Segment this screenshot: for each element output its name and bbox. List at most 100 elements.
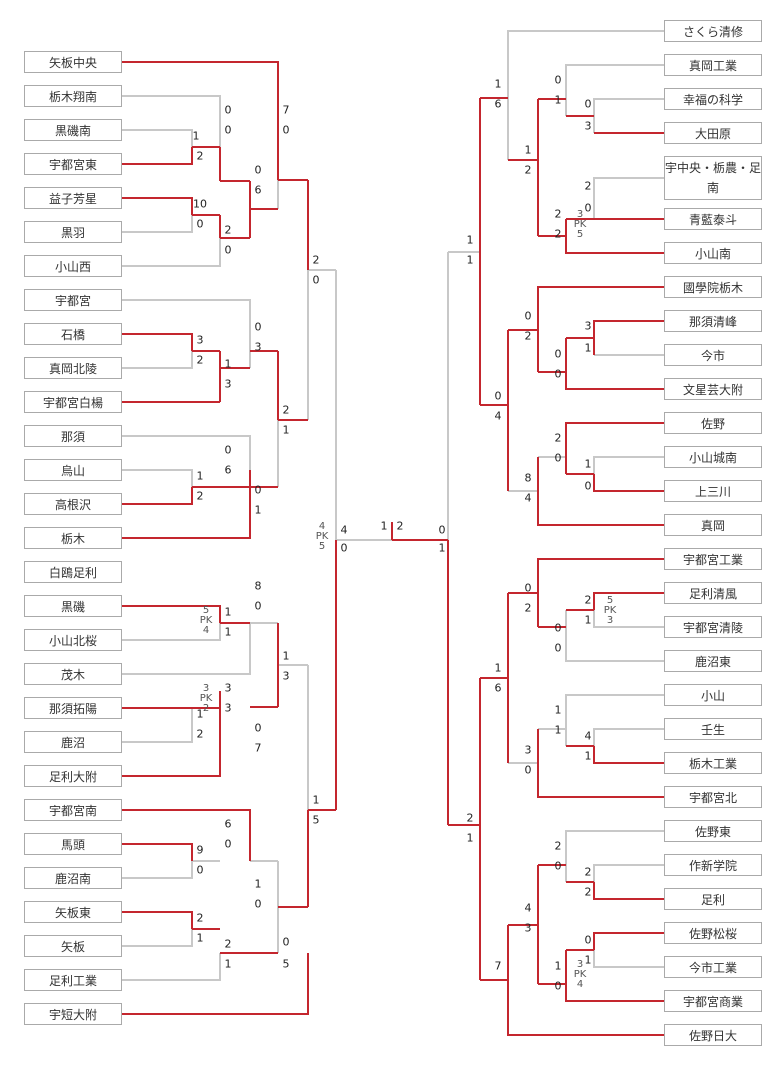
bracket-line-winner [565, 950, 664, 1002]
match-score: 1 [494, 77, 502, 91]
match-score: 3 [282, 669, 290, 683]
bracket-line-winner [122, 691, 221, 777]
match-score: 1 [584, 341, 592, 355]
match-score: 2 [524, 601, 532, 615]
match-score: 0 [554, 621, 562, 635]
team-l05: 益子芳星 [24, 187, 122, 209]
match-score: 2 [196, 727, 204, 741]
match-score: 0 [584, 201, 592, 215]
match-score: 2 [524, 163, 532, 177]
team-r01: さくら清修 [664, 20, 762, 42]
match-score: 1 [224, 605, 232, 619]
team-l23: 宇都宮南 [24, 799, 122, 821]
team-l28: 足利工業 [24, 969, 122, 991]
match-score: 7 [254, 741, 262, 755]
match-score: 0 [254, 320, 262, 334]
match-score: 4 [494, 409, 502, 423]
match-score: 0 [282, 935, 290, 949]
match-score: 0 [554, 73, 562, 87]
match-score: 0 [282, 123, 290, 137]
team-r02: 真岡工業 [664, 54, 762, 76]
match-score: 6 [224, 817, 232, 831]
bracket-line [122, 953, 221, 981]
bracket-line-winner [122, 953, 309, 1015]
match-score: 9 [196, 843, 204, 857]
match-score: 0 [554, 641, 562, 655]
bracket-line [122, 623, 221, 641]
team-l20: 那須拓陽 [24, 697, 122, 719]
bracket-line-winner [122, 61, 279, 180]
team-l16: 白鴎足利 [24, 561, 122, 583]
team-r03: 幸福の科学 [664, 88, 762, 110]
match-score: 0 [224, 123, 232, 137]
team-r21: 壬生 [664, 718, 762, 740]
match-score: 0 [196, 863, 204, 877]
team-l27: 矢板 [24, 935, 122, 957]
match-score: 0 [254, 163, 262, 177]
match-score: 2 [224, 937, 232, 951]
bracket-line-winner [122, 809, 251, 861]
match-score: 2 [554, 431, 562, 445]
match-score: 0 [224, 443, 232, 457]
team-r23: 宇都宮北 [664, 786, 762, 808]
bracket-line [565, 694, 664, 746]
team-l10: 真岡北陵 [24, 357, 122, 379]
bracket-line-winner [593, 932, 664, 950]
match-score: 6 [494, 97, 502, 111]
bracket-line [565, 64, 664, 116]
match-score: 3 [254, 340, 262, 354]
bracket-line-winner [537, 457, 664, 526]
match-score: 1 [282, 423, 290, 437]
match-score: 1 [196, 469, 204, 483]
match-score: 4 [340, 523, 348, 537]
match-score: 1 [554, 93, 562, 107]
team-l02: 栃木翔南 [24, 85, 122, 107]
match-score: 2 [312, 253, 320, 267]
bracket-line-winner [593, 474, 664, 492]
bracket-line-winner [565, 338, 664, 390]
match-score: 2 [554, 839, 562, 853]
match-score: 1 [254, 877, 262, 891]
bracket-line [122, 929, 193, 947]
team-l04: 宇都宮東 [24, 153, 122, 175]
match-score: 3 [224, 681, 232, 695]
bracket-line-winner [537, 729, 664, 798]
bracket-line-winner [122, 843, 193, 861]
bracket-line [122, 707, 193, 725]
team-r04: 大田原 [664, 122, 762, 144]
team-r17: 足利清風 [664, 582, 762, 604]
match-score: 1 [380, 519, 388, 533]
match-score: 1 [438, 541, 446, 555]
match-score: 2 [584, 179, 592, 193]
match-score: 3 [584, 319, 592, 333]
match-score: 4 [524, 491, 532, 505]
bracket-line-winner [537, 286, 664, 372]
match-score: 0 [438, 523, 446, 537]
team-r09: 那須清峰 [664, 310, 762, 332]
match-score: 0 [254, 483, 262, 497]
match-score: 0 [554, 367, 562, 381]
match-score: 0 [340, 541, 348, 555]
match-score: 1 [312, 793, 320, 807]
match-score: 2 [584, 885, 592, 899]
match-score: 0 [554, 859, 562, 873]
match-score: 0 [584, 479, 592, 493]
match-score: 2 [584, 593, 592, 607]
match-score: 1 [584, 457, 592, 471]
match-score: 0 [554, 979, 562, 993]
match-score: 4 [584, 729, 592, 743]
match-score: 5 [282, 957, 290, 971]
bracket-line-winner [593, 592, 664, 610]
team-r15: 真岡 [664, 514, 762, 536]
team-r12: 佐野 [664, 412, 762, 434]
match-score: 1 [554, 703, 562, 717]
bracket-line-winner [593, 320, 664, 355]
bracket-line-winner [565, 422, 664, 474]
match-score: 2 [554, 227, 562, 241]
team-r05: 宇中央・栃農・足南 [664, 156, 762, 200]
match-score: 1 [282, 649, 290, 663]
team-l07: 小山西 [24, 255, 122, 277]
